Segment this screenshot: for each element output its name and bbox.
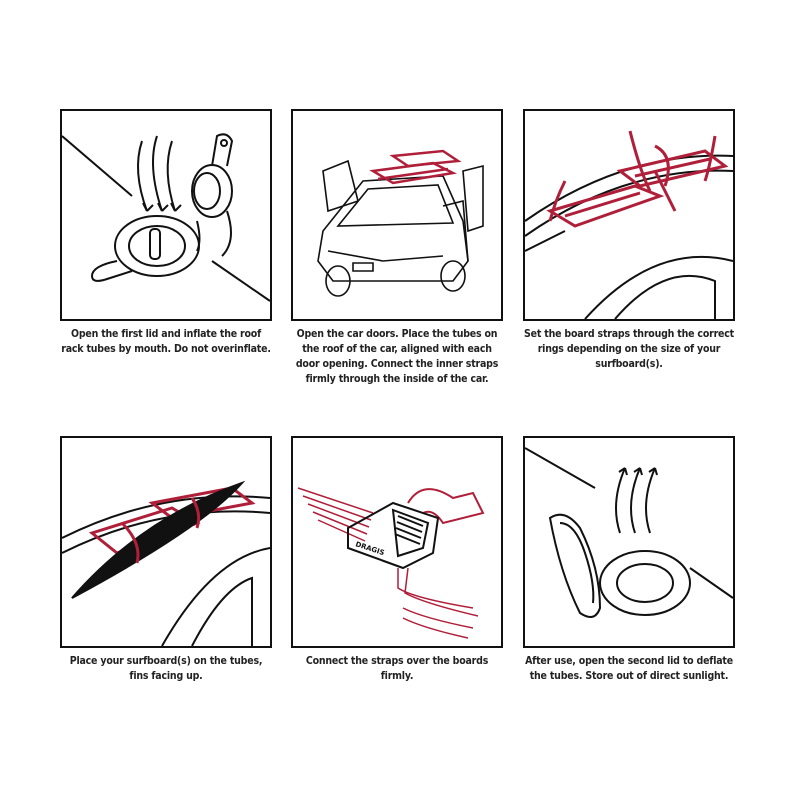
step-1-caption: Open the first lid and inflate the roof … — [61, 328, 271, 355]
strap-rings-illustration — [523, 109, 735, 321]
step-5: DRAGIS Connect the straps over the board… — [291, 436, 503, 684]
deflate-valve-illustration — [523, 436, 735, 648]
step-6-caption: After use, open the second lid to deflat… — [525, 655, 733, 682]
step-4-caption: Place your surfboard(s) on the tubes, fi… — [69, 655, 263, 682]
step-3: Set the board straps through the correct… — [523, 109, 735, 372]
step-1: Open the first lid and inflate the roof … — [60, 109, 272, 357]
step-5-caption: Connect the straps over the boards firml… — [305, 655, 489, 682]
step-2: Open the car doors. Place the tubes on t… — [291, 109, 503, 387]
step-3-caption: Set the board straps through the correct… — [524, 328, 734, 370]
step-2-caption: Open the car doors. Place the tubes on t… — [295, 328, 499, 385]
car-doors-open-illustration — [291, 109, 503, 321]
step-4: Place your surfboard(s) on the tubes, fi… — [60, 436, 272, 684]
svg-text:DRAGIS: DRAGIS — [354, 540, 385, 557]
strap-buckle-illustration: DRAGIS — [291, 436, 503, 648]
surfboard-on-tubes-illustration — [60, 436, 272, 648]
step-6: After use, open the second lid to deflat… — [523, 436, 735, 684]
inflate-valve-illustration — [60, 109, 272, 321]
